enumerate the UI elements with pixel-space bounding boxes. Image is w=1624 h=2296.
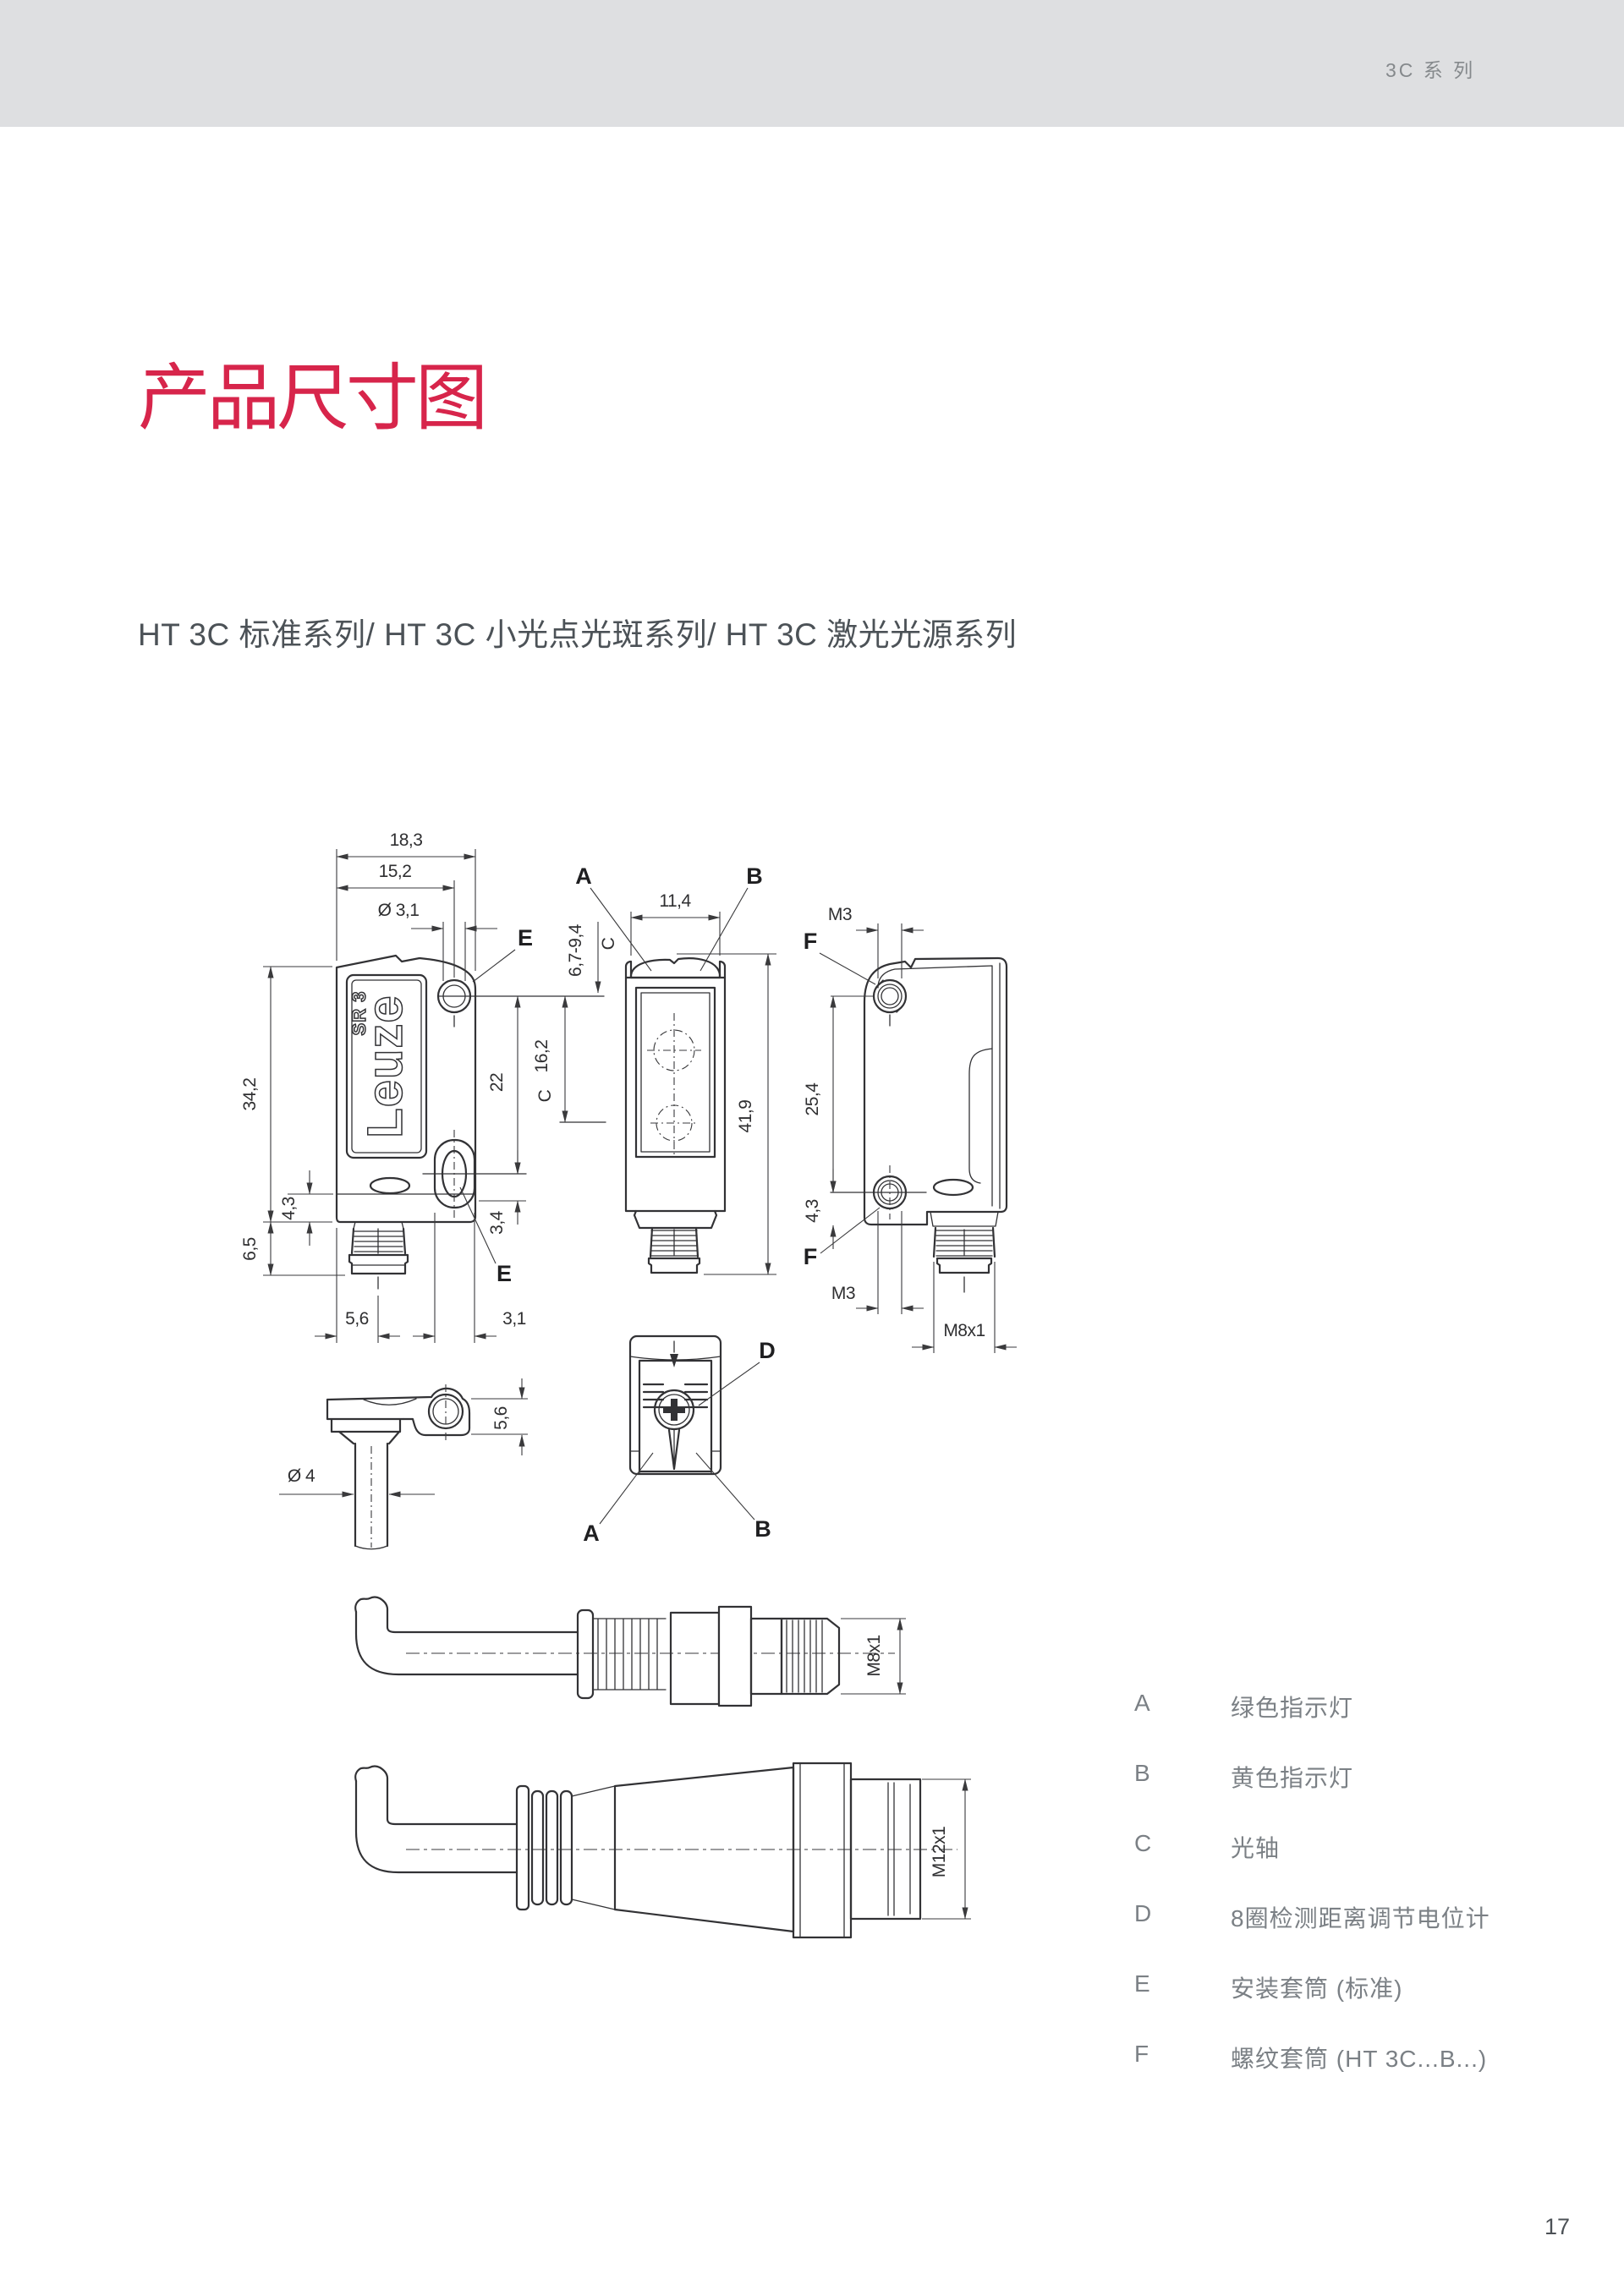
dimension-drawings: Leuze SR 3 18,3 bbox=[240, 830, 1017, 1939]
dim-height: 34,2 bbox=[240, 1078, 260, 1111]
label-yellow-led-top: B bbox=[754, 1516, 771, 1542]
side-slot-right bbox=[932, 1178, 974, 1197]
dim-width-to-sleeve: 15,2 bbox=[379, 862, 412, 881]
m8-connector-stub bbox=[348, 1221, 409, 1290]
cable-grommet bbox=[576, 1608, 595, 1700]
front-view: A B 11,4 6,7-9,4 C 16,2 C 41,9 bbox=[532, 863, 776, 1275]
dim-thread-bottom: M3 bbox=[831, 1284, 855, 1303]
dim-width-outer: 18,3 bbox=[390, 830, 423, 850]
dim-spot-height: 6,7-9,4 bbox=[566, 923, 585, 977]
dim-base-step-right: 4,3 bbox=[803, 1199, 822, 1223]
legend-label: 安装套筒 (标准) bbox=[1231, 1975, 1403, 2002]
optics-window bbox=[634, 986, 716, 1159]
model-text: SR 3 bbox=[348, 991, 370, 1036]
legend-item-e: E 安装套筒 (标准) bbox=[1134, 1970, 1490, 2041]
label-optical-axis-mid: C bbox=[535, 1089, 555, 1102]
legend-key: B bbox=[1134, 1760, 1150, 1786]
dim-front-width: 11,4 bbox=[659, 891, 691, 911]
sensor-body-outline bbox=[335, 954, 477, 1224]
connector-end-m12 bbox=[849, 1778, 922, 1921]
dim-m8-thread: M8x1 bbox=[864, 1635, 884, 1676]
series-header: 3C 系 列 bbox=[1385, 59, 1476, 81]
legend-key: A bbox=[1134, 1690, 1150, 1716]
adjustment-screw bbox=[653, 1389, 695, 1431]
label-sleeve-top: E bbox=[518, 925, 533, 951]
legend-item-c: C 光轴 bbox=[1134, 1830, 1490, 1900]
legend-label: 绿色指示灯 bbox=[1231, 1695, 1354, 1721]
m8-connector-stub-right bbox=[930, 1211, 999, 1293]
dim-sleeve-bore: Ø 3,1 bbox=[378, 901, 420, 920]
boot-disc bbox=[515, 1784, 530, 1911]
legend: A 绿色指示灯 B 黄色指示灯 C 光轴 D 8圈检测距离调节电位计 E 安装套… bbox=[1134, 1690, 1490, 2111]
legend-key: F bbox=[1134, 2041, 1149, 2067]
pointer-mark bbox=[670, 1354, 678, 1367]
side-view-left: Leuze SR 3 18,3 bbox=[240, 830, 605, 1343]
header-band bbox=[0, 0, 1624, 127]
sensor-body-outline-right bbox=[863, 956, 1008, 1226]
side-view-right: M3 F 25,4 4,3 F M3 M8x1 bbox=[803, 905, 1017, 1353]
page-number: 17 bbox=[1544, 2214, 1571, 2239]
connector-body-m8 bbox=[669, 1611, 721, 1706]
label-yellow-led: B bbox=[746, 863, 763, 889]
dim-sleeve-width: 3,1 bbox=[502, 1309, 526, 1329]
connector-collar-m8 bbox=[717, 1605, 753, 1707]
label-sleeve-bottom-f: F bbox=[804, 1244, 818, 1269]
dim-m12-thread: M12x1 bbox=[930, 1827, 949, 1878]
legend-label: 光轴 bbox=[1231, 1835, 1281, 1861]
label-optical-axis-top: C bbox=[599, 937, 618, 950]
label-green-led: A bbox=[575, 863, 592, 889]
phillips-cross bbox=[663, 1399, 685, 1421]
legend-label: 黄色指示灯 bbox=[1231, 1765, 1354, 1791]
legend-item-a: A 绿色指示灯 bbox=[1134, 1690, 1490, 1760]
label-sleeve-top-f: F bbox=[804, 929, 818, 954]
emitter-axis bbox=[653, 1029, 695, 1071]
dim-thread-top: M3 bbox=[828, 905, 852, 924]
dim-base-step: 4,3 bbox=[279, 1197, 299, 1220]
page-title: 产品尺寸图 bbox=[138, 358, 488, 439]
lens-cover bbox=[629, 957, 721, 979]
connector-m8-drawing: M8x1 bbox=[354, 1596, 906, 1707]
label-sleeve-bottom: E bbox=[497, 1261, 512, 1286]
dim-axis-to-lower: 16,2 bbox=[532, 1040, 551, 1073]
dim-total-height: 41,9 bbox=[736, 1100, 755, 1133]
legend-item-d: D 8圈检测距离调节电位计 bbox=[1134, 1900, 1490, 1970]
dim-sleeve-to-base: 3,4 bbox=[487, 1210, 507, 1235]
dim-cable-offset: 5,6 bbox=[345, 1309, 369, 1329]
cable-outlet-view: Ø 4 5,6 bbox=[279, 1378, 528, 1550]
thread-lines-m8 bbox=[786, 1619, 823, 1693]
legend-item-f: F 螺纹套筒 (HT 3C...B...) bbox=[1134, 2041, 1490, 2111]
legend-label: 螺纹套筒 (HT 3C...B...) bbox=[1231, 2046, 1488, 2072]
brand-logo: Leuze bbox=[358, 995, 413, 1137]
legend-key: E bbox=[1134, 1970, 1150, 1997]
dim-connector-thread: M8x1 bbox=[943, 1321, 985, 1340]
dim-outlet-height: 5,6 bbox=[491, 1406, 511, 1430]
dim-axis-to-sleeve: 22 bbox=[487, 1073, 507, 1092]
label-panel bbox=[345, 973, 428, 1159]
top-view-body bbox=[628, 1334, 722, 1476]
dim-sleeve-span: 25,4 bbox=[803, 1082, 822, 1116]
legend-label: 8圈检测距离调节电位计 bbox=[1231, 1905, 1490, 1932]
side-slot bbox=[369, 1176, 411, 1195]
connector-m12-drawing: M12x1 bbox=[354, 1762, 971, 1939]
top-view: D A B bbox=[583, 1334, 776, 1546]
legend-key: C bbox=[1134, 1830, 1152, 1856]
legend-item-b: B 黄色指示灯 bbox=[1134, 1760, 1490, 1830]
label-potentiometer: D bbox=[759, 1338, 776, 1363]
legend-key: D bbox=[1134, 1900, 1152, 1926]
section-subtitle: HT 3C 标准系列/ HT 3C 小光点光斑系列/ HT 3C 激光光源系列 bbox=[138, 617, 1018, 652]
strain-relief-ribs bbox=[592, 1618, 667, 1690]
dim-cable-diameter: Ø 4 bbox=[288, 1466, 315, 1486]
label-green-led-top: A bbox=[583, 1521, 600, 1546]
dim-connector-height: 6,5 bbox=[240, 1237, 260, 1261]
sensor-front-body bbox=[624, 976, 727, 1213]
knurled-collar bbox=[792, 1762, 853, 1939]
